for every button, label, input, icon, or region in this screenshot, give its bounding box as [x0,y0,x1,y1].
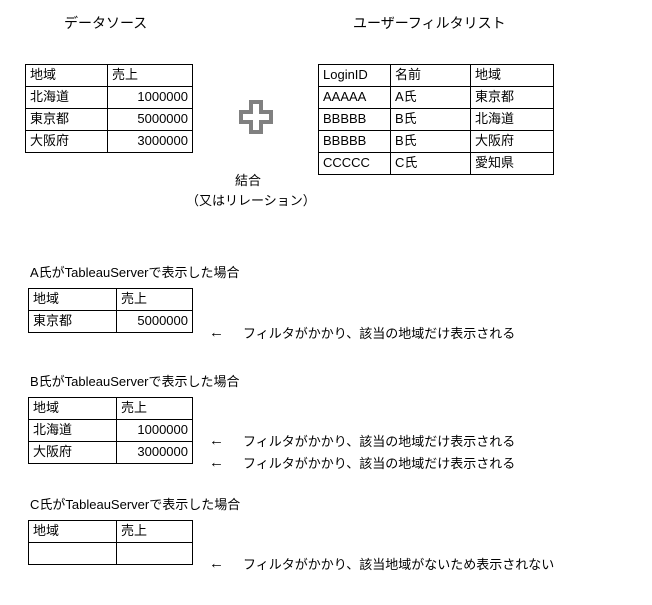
table-header-row: 地域 売上 [28,288,193,311]
cell-sales: 3000000 [107,130,193,153]
result-table-a: 地域 売上 東京都 5000000 [28,288,193,333]
cell-region: 大阪府 [25,130,108,153]
cell-loginid: CCCCC [318,152,391,175]
result-title-b: B氏がTableauServerで表示した場合 [30,374,240,389]
cell-region: 東京都 [28,310,117,333]
cell-loginid: BBBBB [318,108,391,131]
result-arrow-c-1: ← [209,555,224,572]
column-header-sales: 売上 [116,520,193,543]
cell-region: 東京都 [25,108,108,131]
userfilter-title: ユーザーフィルタリスト [353,15,506,31]
column-header-region: 地域 [28,288,117,311]
table-header-row: 地域 売上 [28,520,193,543]
cell-name: B氏 [390,108,471,131]
table-row [28,542,193,565]
result-table-c: 地域 売上 [28,520,193,565]
cell-region: 北海道 [25,86,108,109]
column-header-loginid: LoginID [318,64,391,87]
join-label: 結合 [235,173,262,188]
column-header-region: 地域 [470,64,554,87]
cell-sales: 5000000 [107,108,193,131]
cell-region: 大阪府 [470,130,554,153]
table-header-row: 地域 売上 [25,64,193,87]
cell-sales: 5000000 [116,310,193,333]
result-table-a-wrapper: 地域 売上 東京都 5000000 [28,288,193,333]
cell-sales: 3000000 [116,441,193,464]
result-note-b-1: フィルタがかかり、該当の地域だけ表示される [243,434,516,449]
result-arrow-b-1: ← [209,432,224,449]
result-table-b-wrapper: 地域 売上 北海道 1000000 大阪府 3000000 [28,397,193,464]
userfilter-table-wrapper: LoginID 名前 地域 AAAAA A氏 東京都 BBBBB B氏 北海道 … [318,64,554,175]
cell-name: B氏 [390,130,471,153]
column-header-name: 名前 [390,64,471,87]
column-header-region: 地域 [25,64,108,87]
table-row: 大阪府 3000000 [25,130,193,153]
column-header-sales: 売上 [116,397,193,420]
datasource-title: データソース [64,15,148,31]
cell-loginid: BBBBB [318,130,391,153]
column-header-region: 地域 [28,397,117,420]
cell-sales [116,542,193,565]
cell-region: 大阪府 [28,441,117,464]
result-note-b-2: フィルタがかかり、該当の地域だけ表示される [243,456,516,471]
result-arrow-b-2: ← [209,454,224,471]
table-row: CCCCC C氏 愛知県 [318,152,554,175]
result-table-b: 地域 売上 北海道 1000000 大阪府 3000000 [28,397,193,464]
table-header-row: 地域 売上 [28,397,193,420]
column-header-sales: 売上 [116,288,193,311]
cell-region [28,542,117,565]
table-row: 大阪府 3000000 [28,441,193,464]
cell-sales: 1000000 [116,419,193,442]
cell-sales: 1000000 [107,86,193,109]
result-note-a-1: フィルタがかかり、該当の地域だけ表示される [243,326,516,341]
table-row: BBBBB B氏 大阪府 [318,130,554,153]
cell-region: 愛知県 [470,152,554,175]
cell-region: 北海道 [28,419,117,442]
datasource-table: 地域 売上 北海道 1000000 東京都 5000000 大阪府 300000… [25,64,193,153]
table-row: 東京都 5000000 [28,310,193,333]
join-sublabel: （又はリレーション） [186,193,316,208]
cell-loginid: AAAAA [318,86,391,109]
table-row: AAAAA A氏 東京都 [318,86,554,109]
result-arrow-a-1: ← [209,324,224,341]
userfilter-table: LoginID 名前 地域 AAAAA A氏 東京都 BBBBB B氏 北海道 … [318,64,554,175]
cell-name: A氏 [390,86,471,109]
result-title-a: A氏がTableauServerで表示した場合 [30,265,240,280]
cell-name: C氏 [390,152,471,175]
column-header-region: 地域 [28,520,117,543]
plus-icon [239,100,273,134]
table-header-row: LoginID 名前 地域 [318,64,554,87]
table-row: 北海道 1000000 [28,419,193,442]
result-note-c-1: フィルタがかかり、該当地域がないため表示されない [243,557,555,572]
result-table-c-wrapper: 地域 売上 [28,520,193,565]
cell-region: 北海道 [470,108,554,131]
table-row: BBBBB B氏 北海道 [318,108,554,131]
column-header-sales: 売上 [107,64,193,87]
table-row: 東京都 5000000 [25,108,193,131]
datasource-table-wrapper: 地域 売上 北海道 1000000 東京都 5000000 大阪府 300000… [25,64,193,153]
result-title-c: C氏がTableauServerで表示した場合 [30,497,241,512]
cell-region: 東京都 [470,86,554,109]
table-row: 北海道 1000000 [25,86,193,109]
